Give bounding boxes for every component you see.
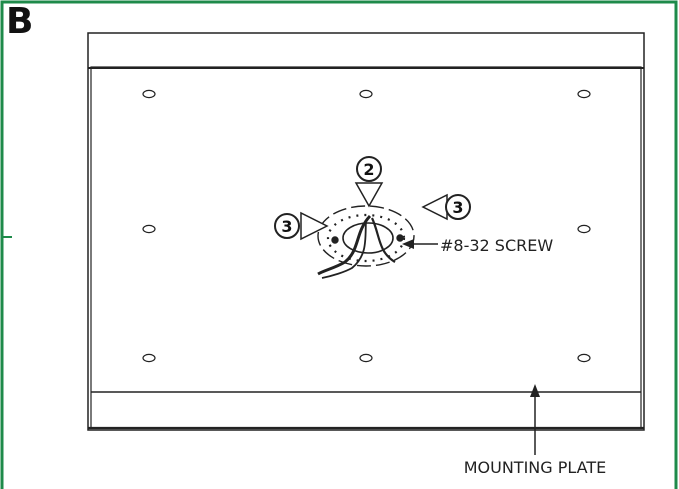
hole (577, 89, 591, 99)
panel-letter: B (6, 1, 34, 42)
mounting-plate-callout: MOUNTING PLATE (464, 384, 607, 477)
callout-number: 3 (452, 198, 463, 217)
hole (577, 224, 591, 234)
callout-step-3-left: 3 (274, 211, 329, 241)
screw-arrowhead (402, 239, 414, 249)
hole (577, 353, 591, 363)
center-hole (342, 222, 394, 254)
screw-head (331, 236, 339, 244)
screw-label: #8-32 SCREW (440, 236, 553, 255)
hole (359, 353, 373, 363)
callout-step-3-right: 3 (421, 193, 471, 221)
screw-head (396, 234, 404, 242)
callout-number: 3 (281, 217, 292, 236)
callout-step-2: 2 (354, 156, 384, 208)
wire (321, 219, 367, 279)
screw-callout: #8-32 SCREW (402, 236, 553, 255)
callout-circle (445, 194, 471, 220)
middle-ring (326, 213, 406, 263)
wire (371, 217, 396, 263)
mounting-holes (142, 89, 591, 363)
hole (142, 89, 156, 99)
hole (359, 89, 373, 99)
arrow-down (354, 182, 384, 208)
callout-circle (274, 213, 300, 239)
plate-arrowhead (530, 384, 540, 397)
outer-ring (317, 205, 415, 267)
callout-circle (356, 156, 382, 182)
callout-number: 2 (363, 160, 374, 179)
hole (142, 224, 156, 234)
wire (317, 214, 372, 276)
mounting-plate-label: MOUNTING PLATE (464, 458, 607, 477)
arrow-right (300, 211, 329, 241)
junction-box-assembly (317, 205, 415, 279)
hole (142, 353, 156, 363)
